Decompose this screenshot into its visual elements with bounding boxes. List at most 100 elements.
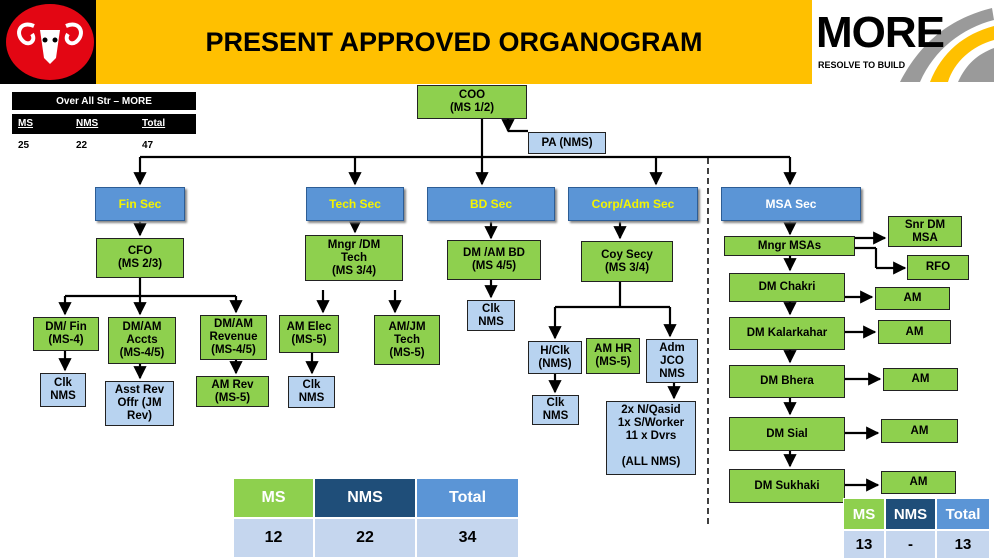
strength-title: Over All Str – MORE	[12, 92, 196, 110]
am-jm-tech-grade: (MS-5)	[389, 346, 425, 359]
am-jm-tech-title: AM/JM	[388, 320, 426, 333]
cfo-title: CFO	[127, 245, 153, 257]
summary-left-value-ms: 12	[233, 518, 314, 558]
h-clk-title: H/Clk	[540, 344, 570, 357]
summary-left-header-total: Total	[416, 478, 519, 518]
adm-jco-box: Adm JCO NMS	[646, 339, 698, 383]
clk-tech-title: Clk	[302, 379, 321, 391]
summary-right-value-nms: -	[885, 530, 936, 559]
cfo-box: CFO (MS 2/3)	[96, 238, 184, 278]
strength-header-ms: MS	[18, 118, 33, 129]
am-kalarkahar-box: AM	[878, 320, 951, 344]
ram-emblem-icon	[6, 4, 94, 80]
am-hr-box: AM HR (MS-5)	[586, 338, 640, 374]
am-rev-title: AM Rev	[211, 378, 254, 391]
brand-logo: MORE RESOLVE TO BUILD	[812, 0, 994, 84]
am-rev-box: AM Rev (MS-5)	[196, 376, 269, 407]
summary-table-right: MS NMS Total 13 - 13	[843, 498, 990, 559]
summary-left-value-nms: 22	[314, 518, 416, 558]
strength-value-nms: 22	[76, 140, 88, 151]
clk-fin-grade: NMS	[50, 390, 76, 402]
am-bhera-box: AM	[883, 368, 958, 391]
workers-note: (ALL NMS)	[621, 456, 681, 468]
mngr-tech-dept: Tech	[341, 251, 367, 264]
strength-header-total: Total	[142, 118, 166, 129]
workers-box: 2x N/Qasid 1x S/Worker 11 x Dvrs (ALL NM…	[606, 401, 696, 475]
snr-dm-msa-dept: MSA	[912, 231, 938, 244]
mngr-msa-box: Mngr MSAs	[724, 236, 855, 256]
strength-header-row: MS NMS Total	[12, 114, 196, 134]
asst-rev-line2: Offr (JM	[117, 397, 162, 409]
clk-bd-grade: NMS	[478, 315, 504, 328]
am-sial-box: AM	[881, 419, 958, 443]
dm-revenue-grade: (MS-4/5)	[211, 344, 256, 356]
am-chakri-box: AM	[875, 287, 950, 310]
clk-tech-grade: NMS	[298, 392, 325, 404]
adm-jco-line1: Adm	[659, 341, 685, 354]
cfo-grade: (MS 2/3)	[117, 258, 163, 270]
tech-sec-box: Tech Sec	[306, 187, 404, 221]
clk-corp-title: Clk	[546, 397, 565, 409]
header-bar: PRESENT APPROVED ORGANOGRAM	[0, 0, 812, 84]
clk-bd-title: Clk	[482, 302, 500, 315]
summary-right-value-ms: 13	[843, 530, 885, 559]
coo-grade: (MS 1/2)	[449, 102, 495, 114]
am-rev-grade: (MS-5)	[214, 391, 251, 404]
dm-revenue-title: DM/AM	[214, 318, 253, 330]
coy-secy-box: Coy Secy (MS 3/4)	[581, 241, 673, 282]
msa-sec-box: MSA Sec	[721, 187, 861, 221]
am-hr-title: AM HR	[594, 343, 632, 355]
dm-fin-grade: (MS-4)	[48, 334, 84, 346]
h-clk-grade: (NMS)	[538, 357, 572, 370]
snr-dm-msa-box: Snr DM MSA	[888, 216, 962, 247]
brand-tagline: RESOLVE TO BUILD	[818, 60, 906, 70]
coo-title: COO	[458, 89, 486, 101]
summary-right-header-nms: NMS	[885, 498, 936, 530]
dm-accts-grade: (MS-4/5)	[119, 347, 165, 359]
am-hr-grade: (MS-5)	[595, 356, 631, 368]
dm-kalarkahar-box: DM Kalarkahar	[729, 317, 845, 350]
summary-table-left: MS NMS Total 12 22 34	[233, 478, 519, 558]
dm-sukhaki-box: DM Sukhaki	[729, 469, 845, 503]
clk-fin-title: Clk	[54, 377, 72, 389]
summary-left-header-nms: NMS	[314, 478, 416, 518]
strength-value-total: 47	[142, 140, 154, 151]
coy-secy-grade: (MS 3/4)	[604, 261, 650, 274]
dm-bd-title: DM /AM BD	[463, 247, 525, 259]
fin-sec-box: Fin Sec	[95, 187, 185, 221]
clk-tech-box: Clk NMS	[288, 376, 335, 408]
brand-name: MORE	[816, 8, 945, 57]
summary-right-header-total: Total	[936, 498, 990, 530]
clk-corp-grade: NMS	[542, 410, 569, 422]
workers-qasid: 2x N/Qasid	[621, 404, 681, 416]
am-elec-title: AM Elec	[286, 321, 332, 333]
am-jm-tech-box: AM/JM Tech (MS-5)	[374, 315, 440, 365]
dm-accts-box: DM/AM Accts (MS-4/5)	[108, 317, 176, 364]
summary-left-header-ms: MS	[233, 478, 314, 518]
rfo-box: RFO	[907, 255, 969, 280]
workers-s-worker: 1x S/Worker	[617, 417, 685, 429]
am-elec-box: AM Elec (MS-5)	[279, 315, 339, 353]
adm-jco-line3: NMS	[659, 367, 685, 380]
am-elec-grade: (MS-5)	[291, 334, 327, 346]
strength-value-ms: 25	[18, 140, 30, 151]
pa-box: PA (NMS)	[528, 132, 606, 154]
dm-bd-box: DM /AM BD (MS 4/5)	[447, 240, 541, 280]
dm-bhera-box: DM Bhera	[729, 365, 845, 398]
asst-rev-box: Asst Rev Offr (JM Rev)	[105, 381, 174, 426]
am-jm-tech-dept: Tech	[394, 333, 420, 346]
summary-left-value-total: 34	[416, 518, 519, 558]
ram-logo	[0, 0, 96, 84]
adm-jco-line2: JCO	[660, 354, 684, 367]
asst-rev-line1: Asst Rev	[114, 384, 165, 396]
coy-secy-title: Coy Secy	[601, 248, 653, 261]
workers-drivers: 11 x Dvrs	[625, 430, 677, 442]
dm-bd-grade: (MS 4/5)	[471, 260, 517, 272]
h-clk-box: H/Clk (NMS)	[528, 341, 582, 374]
am-sukhaki-box: AM	[881, 471, 956, 494]
road-curve-icon	[900, 8, 994, 82]
summary-right-value-total: 13	[936, 530, 990, 559]
summary-right-header-ms: MS	[843, 498, 885, 530]
page-title: PRESENT APPROVED ORGANOGRAM	[205, 26, 703, 57]
mngr-tech-title: Mngr /DM	[327, 238, 381, 251]
